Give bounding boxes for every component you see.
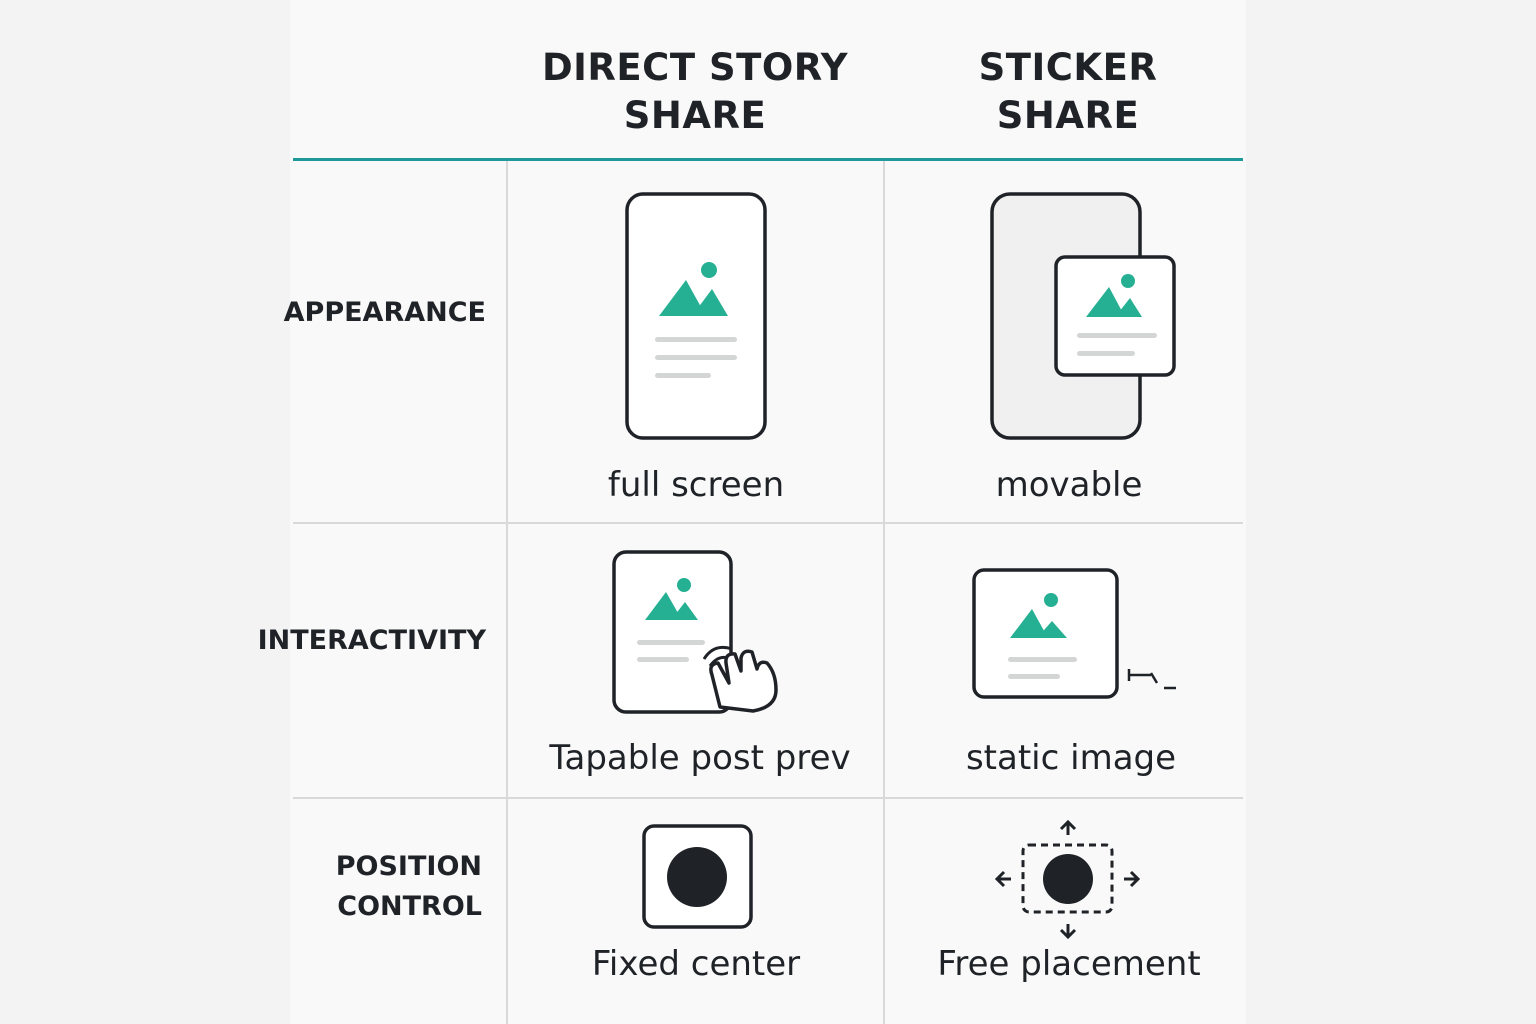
row-divider (293, 522, 1243, 524)
header-accent-rule (293, 158, 1243, 161)
phone-full-screen-post-icon (625, 192, 767, 440)
caption-tapable-post-prev: Tapable post prev (549, 738, 851, 778)
row-label-interactivity: INTERACTIVITY (257, 625, 486, 656)
column-header-direct-story-share: DIRECT STORY SHARE (541, 46, 849, 137)
static-image-card-icon (972, 568, 1176, 699)
caption-free-placement: Free placement (937, 944, 1201, 984)
phone-with-sticker-icon (990, 192, 1176, 440)
caption-movable: movable (995, 465, 1143, 505)
column-divider (506, 161, 508, 1024)
comparison-panel (290, 0, 1246, 1024)
caption-static-image: static image (965, 738, 1177, 778)
tap-hand-post-icon (612, 550, 778, 714)
free-move-dot-icon (994, 819, 1141, 940)
row-label-appearance: APPEARANCE (283, 297, 486, 328)
caption-full-screen: full screen (607, 465, 785, 505)
caption-fixed-center: Fixed center (591, 944, 801, 984)
fixed-center-dot-icon (642, 824, 753, 929)
column-divider (883, 161, 885, 1024)
column-header-sticker-share: STICKER SHARE (978, 46, 1158, 137)
row-divider (293, 797, 1243, 799)
row-label-position-control: POSITION CONTROL (335, 851, 482, 922)
